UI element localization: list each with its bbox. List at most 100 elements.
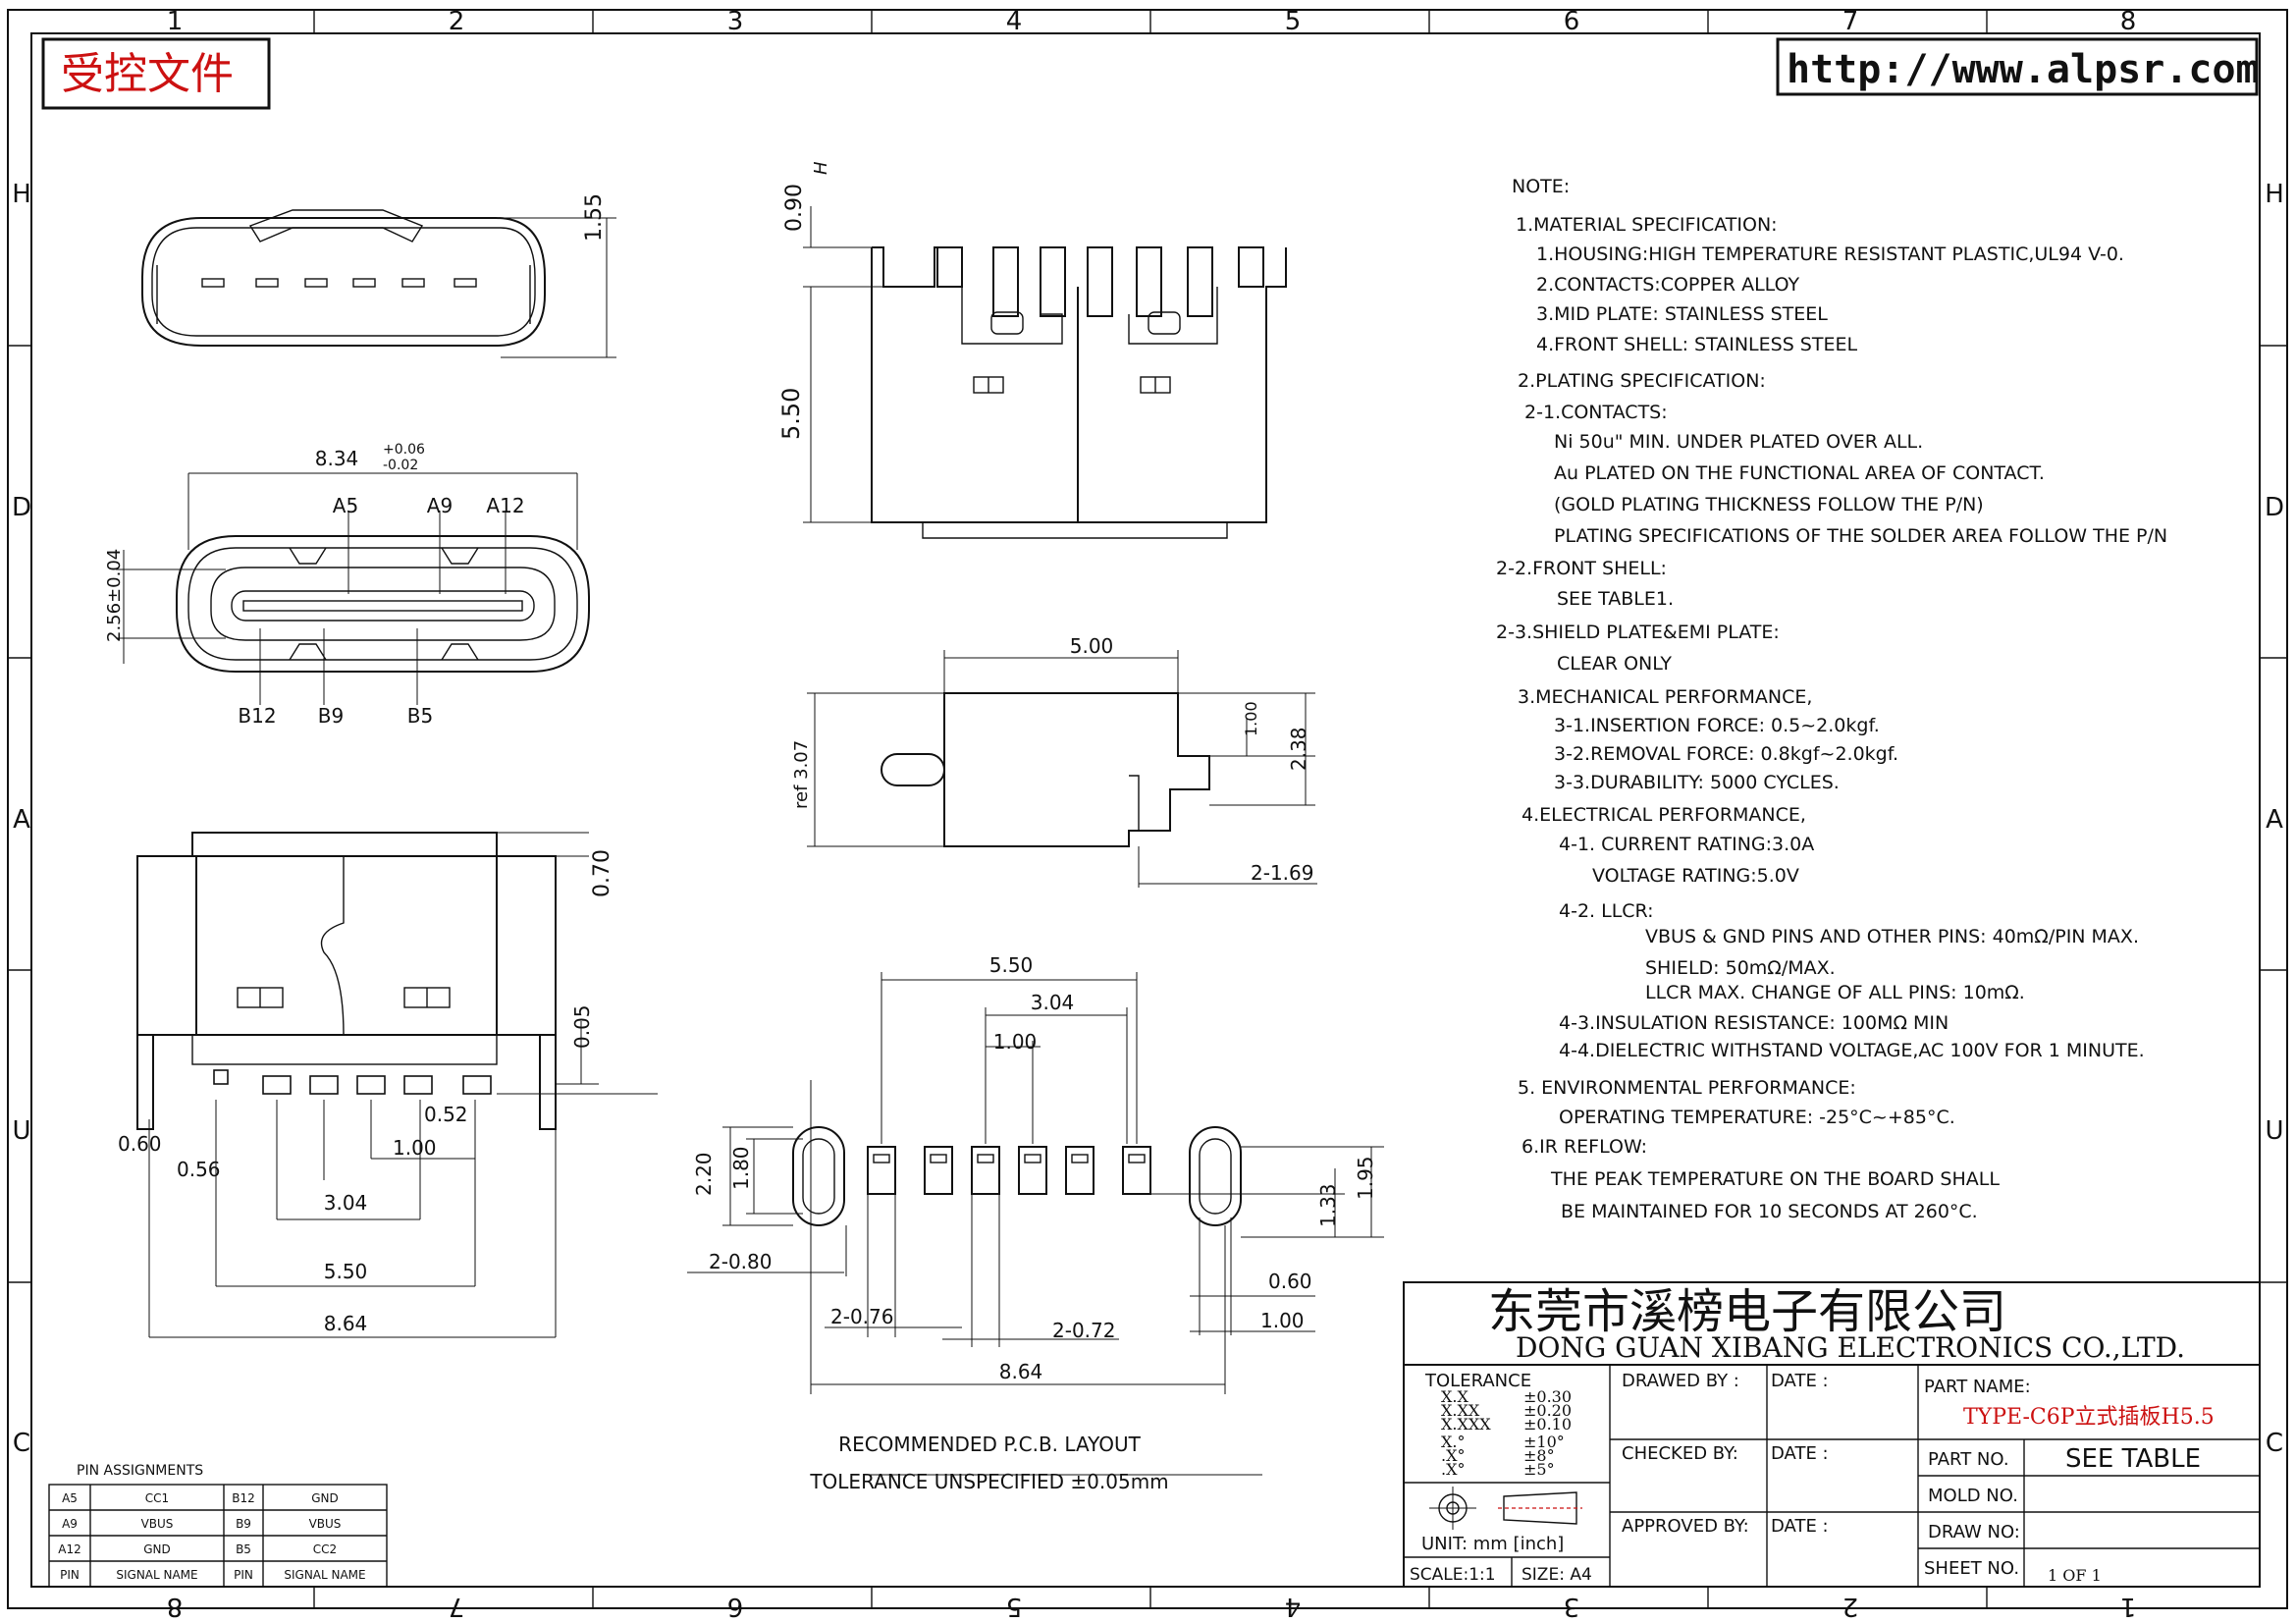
notes: NOTE: 1.MATERIAL SPECIFICATION: 1.HOUSIN… (1496, 176, 2167, 1222)
pin-cell: CC1 (145, 1491, 169, 1505)
date-label: DATE : (1771, 1371, 1829, 1391)
note-line: 4.FRONT SHELL: STAINLESS STEEL (1536, 334, 1857, 355)
zone-bottom-6: 6 (727, 1592, 744, 1621)
note-line: 4-4.DIELECTRIC WITHSTAND VOLTAGE,AC 100V… (1559, 1040, 2145, 1061)
pin-cell: SIGNAL NAME (284, 1568, 365, 1582)
zone-left-d: D (12, 493, 31, 522)
part-name-label: PART NAME: (1924, 1377, 2031, 1397)
zone-bottom-3: 3 (1564, 1592, 1580, 1621)
note-line: 3.MECHANICAL PERFORMANCE, (1518, 686, 1812, 708)
tol-key: .X° (1441, 1460, 1465, 1479)
tol-key: X.X (1441, 1387, 1468, 1406)
zone-right-u: U (2265, 1116, 2283, 1146)
pcb-dim-1-95: 1.95 (1354, 1156, 1377, 1200)
pcb-dim-2-0-80: 2-0.80 (709, 1250, 772, 1273)
zone-top-5: 5 (1285, 7, 1302, 36)
part-no-value: SEE TABLE (2065, 1444, 2201, 1474)
dim-8-34-plus: +0.06 (383, 442, 425, 458)
label-b5: B5 (407, 704, 433, 728)
note-line: 2-3.SHIELD PLATE&EMI PLATE: (1496, 622, 1780, 643)
pcb-dim-0-60: 0.60 (1268, 1270, 1312, 1293)
pcb-dim-5-50: 5.50 (989, 953, 1034, 977)
tol-val: ±10° (1523, 1433, 1565, 1451)
pin-table: PIN ASSIGNMENTS (48, 1463, 388, 1588)
part-name-value: TYPE-C6P立式插板H5.5 (1963, 1405, 2215, 1430)
note-line: 2.CONTACTS:COPPER ALLOY (1536, 274, 1799, 296)
scale-label: SCALE:1:1 (1410, 1565, 1496, 1585)
pcb-layout (687, 972, 1384, 1476)
note-line: 4-3.INSULATION RESISTANCE: 100MΩ MIN (1559, 1012, 1949, 1034)
zone-bottom-4: 4 (1285, 1592, 1302, 1621)
dim-8-64-front: 8.64 (324, 1312, 368, 1335)
note-line: NOTE: (1512, 176, 1570, 197)
pin-cell: A5 (62, 1491, 78, 1505)
dim-0-05: 0.05 (570, 1004, 594, 1049)
pcb-dim-2-0-72: 2-0.72 (1052, 1319, 1115, 1342)
note-line: 6.IR REFLOW: (1522, 1136, 1647, 1158)
note-line: 5. ENVIRONMENTAL PERFORMANCE: (1518, 1077, 1856, 1099)
zone-top-3: 3 (727, 7, 744, 36)
tol-key: .X° (1441, 1446, 1465, 1465)
date-label: DATE : (1771, 1443, 1829, 1464)
drawn-by-label: DRAWED BY : (1622, 1371, 1739, 1391)
tol-key: X.XXX (1441, 1415, 1491, 1434)
pcb-dim-1-00b: 1.00 (1260, 1309, 1305, 1332)
zone-top-8: 8 (2120, 7, 2137, 36)
label-a5: A5 (333, 494, 358, 517)
note-line: 4-2. LLCR: (1559, 900, 1654, 922)
pcb-dim-2-20: 2.20 (692, 1152, 716, 1196)
zone-right-d: D (2265, 493, 2284, 522)
zone-top-2: 2 (449, 7, 465, 36)
label-b12: B12 (238, 704, 276, 728)
pin-cell: B9 (236, 1517, 251, 1531)
zone-right-a: A (2266, 805, 2283, 835)
dim-3-04-front: 3.04 (324, 1191, 368, 1215)
note-line: 1.HOUSING:HIGH TEMPERATURE RESISTANT PLA… (1536, 243, 2124, 265)
dim-0-70: 0.70 (590, 849, 614, 897)
dim-0-60-front: 0.60 (118, 1132, 162, 1156)
pin-cell: VBUS (309, 1517, 342, 1531)
note-line: PLATING SPECIFICATIONS OF THE SOLDER ARE… (1554, 525, 2167, 547)
pcb-dim-1-33: 1.33 (1316, 1183, 1340, 1227)
note-line: VBUS & GND PINS AND OTHER PINS: 40mΩ/PIN… (1645, 926, 2139, 947)
dim-1-00-front: 1.00 (393, 1136, 437, 1160)
dim-2-56: 2.56±0.04 (104, 549, 125, 642)
pin-cell: GND (143, 1542, 171, 1556)
pin-table-title: PIN ASSIGNMENTS (77, 1463, 203, 1479)
pin-cell: B12 (232, 1491, 255, 1505)
zone-right-c: C (2266, 1429, 2283, 1458)
note-line: 2-2.FRONT SHELL: (1496, 558, 1667, 579)
stamp-box (41, 37, 271, 110)
zone-top-6: 6 (1564, 7, 1580, 36)
zone-right-h: H (2265, 180, 2284, 209)
mold-no-label: MOLD NO. (1928, 1486, 2018, 1506)
note-line: 3-3.DURABILITY: 5000 CYCLES. (1554, 772, 1840, 793)
dim-1-00-side: 1.00 (1242, 701, 1260, 736)
dim-0-56: 0.56 (177, 1158, 221, 1181)
note-line: 4.ELECTRICAL PERFORMANCE, (1522, 804, 1806, 826)
dim-8-34: 8.34 (315, 447, 359, 470)
date-label: DATE : (1771, 1516, 1829, 1537)
zone-left-c: C (13, 1429, 30, 1458)
tol-key: X.° (1441, 1433, 1465, 1451)
outer-frame (7, 9, 2288, 1609)
pin-cell: PIN (234, 1568, 253, 1582)
pcb-dim-2-0-76: 2-0.76 (830, 1305, 893, 1328)
url-box (1776, 37, 2259, 96)
draw-no-label: DRAW NO: (1928, 1522, 2020, 1542)
note-line: 1.MATERIAL SPECIFICATION: (1516, 214, 1778, 236)
dim-5-00: 5.00 (1070, 634, 1114, 658)
pin-cell: A9 (62, 1517, 78, 1531)
dim-5-50-vertical: 5.50 (777, 388, 805, 440)
pcb-dim-1-00: 1.00 (993, 1030, 1038, 1054)
tolerance-label: TOLERANCE (1424, 1371, 1531, 1391)
inner-frame (30, 32, 2261, 1588)
zone-top-1: 1 (167, 7, 184, 36)
website-url[interactable]: http://www.alpsr.com (1787, 47, 2260, 92)
note-line: 4-1. CURRENT RATING:3.0A (1559, 834, 1814, 855)
note-line: 2-1.CONTACTS: (1524, 402, 1668, 423)
pin-cell: SIGNAL NAME (116, 1568, 197, 1582)
size-label: SIZE: A4 (1522, 1565, 1592, 1585)
zone-left-u: U (12, 1116, 30, 1146)
pcb-layout-title: RECOMMENDED P.C.B. LAYOUT (838, 1433, 1141, 1456)
